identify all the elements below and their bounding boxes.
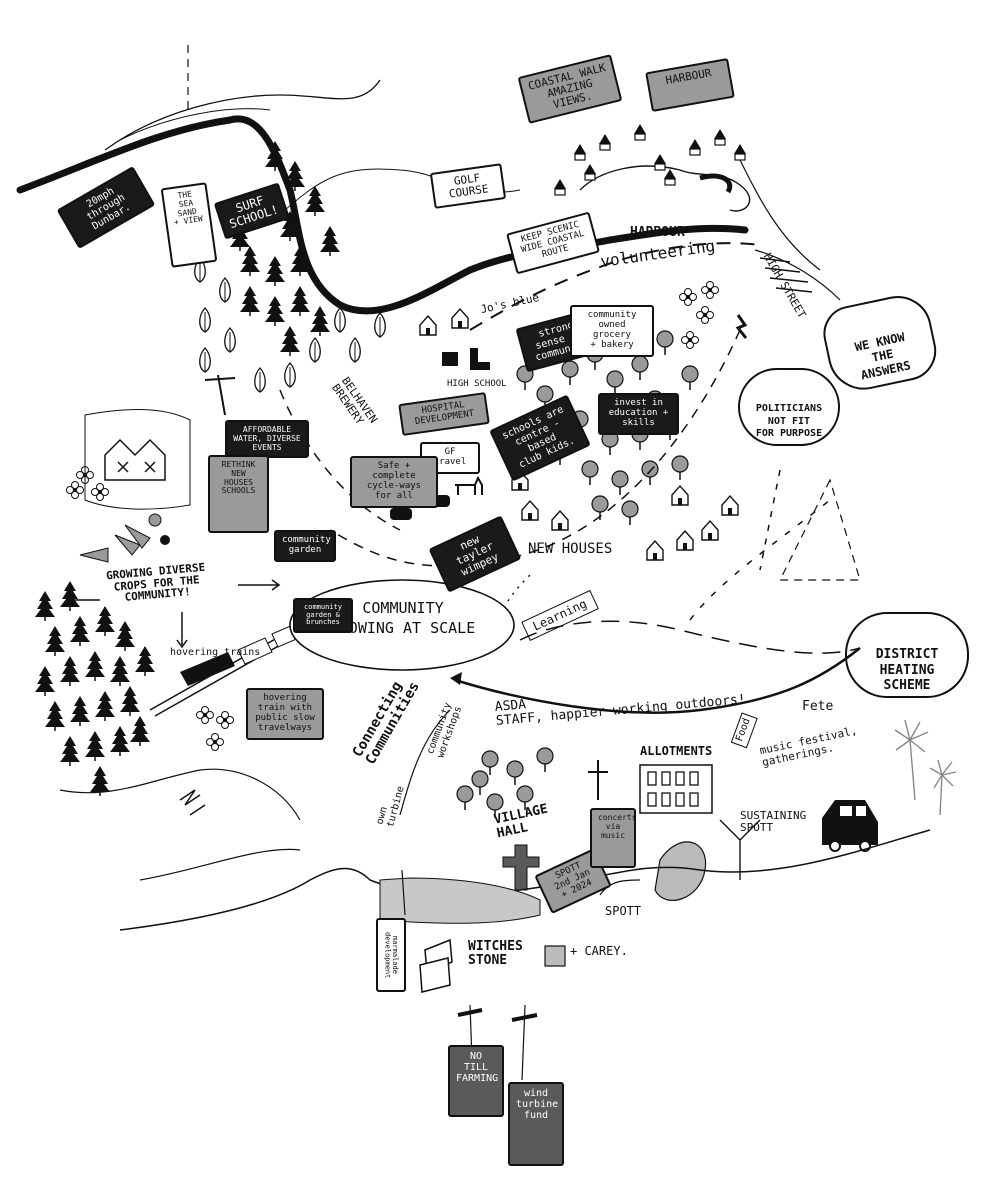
coastline <box>16 115 749 315</box>
new-houses-label: NEW HOUSES <box>528 541 613 557</box>
community-growing-text: COMMUNITY GROWING AT SCALE <box>330 599 476 638</box>
leaf-trees <box>194 257 386 393</box>
tag-rethink: RETHINK NEW HOUSES SCHOOLS <box>208 455 269 533</box>
fete-label: Fete <box>802 699 834 714</box>
sustaining-label: SUSTAINING SPOTT <box>740 809 807 834</box>
hovering-trains-label: hovering trains <box>170 647 261 658</box>
allotments-label: ALLOTMENTS <box>640 744 713 758</box>
cloud-politicians: POLITICIANS NOT FIT FOR PURPOSE <box>738 368 840 446</box>
carey-label: + CAREY. <box>570 944 628 958</box>
witches-label: WITCHES STONE <box>468 939 523 968</box>
cloud-politicians-text: POLITICIANS NOT FIT FOR PURPOSE <box>755 403 823 439</box>
tag-affordable: AFFORDABLE WATER, DIVERSE EVENTS <box>225 420 309 459</box>
tag-wind-turbine: wind turbine fund <box>508 1082 564 1166</box>
cloud-district-heating: DISTRICT HEATING SCHEME <box>845 612 969 698</box>
tag-invest: invest in education + skills <box>598 393 679 435</box>
tag-marmalade: marmalade development <box>376 918 406 992</box>
tag-community-garden-brunches: community garden & brunches <box>293 598 353 634</box>
spott-label: SPOTT <box>605 904 642 918</box>
cloud-district-heating-text: DISTRICT HEATING SCHEME <box>875 647 939 694</box>
high-school-label: HIGH SCHOOL <box>447 379 507 389</box>
south-forest <box>34 580 156 797</box>
harbour-label: HARBOUR <box>630 225 685 240</box>
tag-hovering-train: hovering train with public slow travelwa… <box>246 688 324 740</box>
tag-no-till: NO TILL FARMING <box>448 1045 504 1117</box>
tag-community-garden: community garden <box>274 530 336 562</box>
tag-community-owned: community owned grocery + bakery <box>570 305 654 357</box>
flowers-top <box>679 281 719 349</box>
cloud-we-know-text: WE KNOW THE ANSWERS <box>853 329 912 383</box>
tag-safe-cycle: Safe + complete cycle-ways for all <box>350 456 438 508</box>
tag-concerts: concerts via music <box>590 808 637 868</box>
